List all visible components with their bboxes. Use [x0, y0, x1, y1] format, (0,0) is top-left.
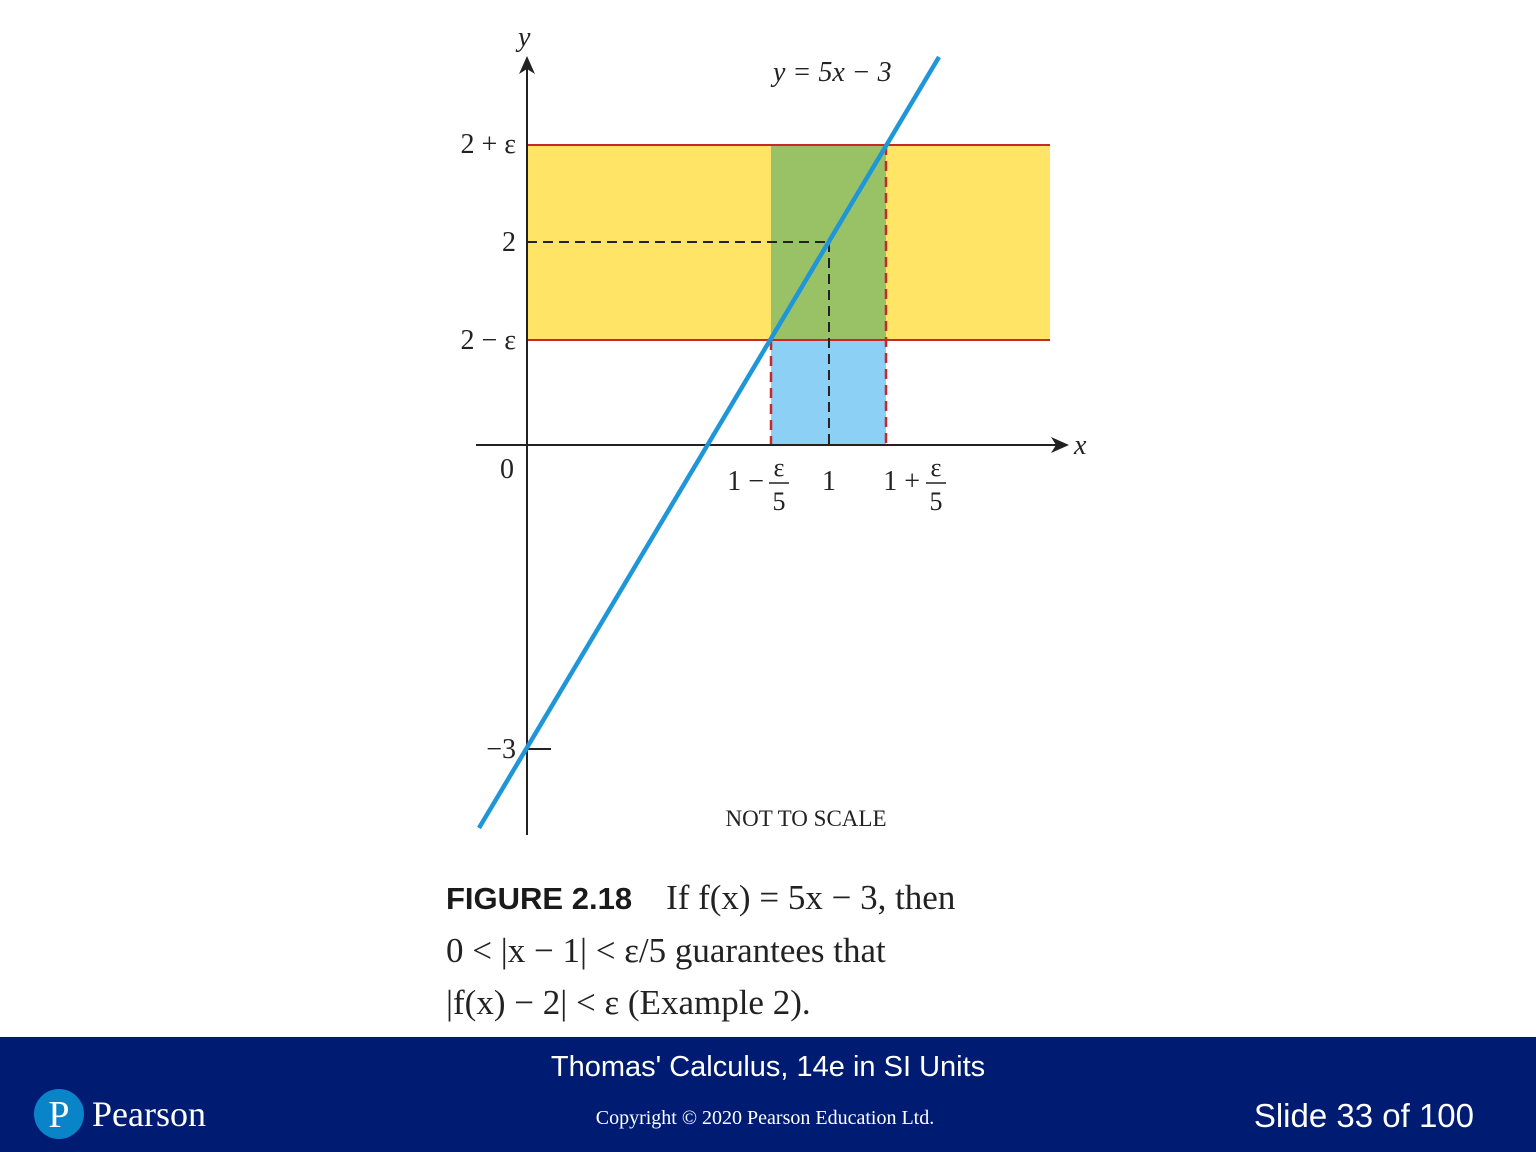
caption-text-1: If f(x) = 5x − 3, then [666, 878, 956, 917]
tick-origin: 0 [500, 454, 514, 485]
epsilon-delta-diagram: y x y = 5x − 3 2 + ε 2 2 − ε 0 −3 1 − ε … [460, 22, 1087, 835]
function-line [477, 55, 941, 830]
book-title: Thomas' Calculus, 14e in SI Units [550, 1051, 986, 1083]
tick-right-frac-den: 5 [930, 487, 943, 516]
pearson-p-icon: P [48, 1094, 69, 1136]
tick-1-plus-eps5: 1 + [883, 466, 920, 497]
line-label: y = 5x − 3 [770, 57, 892, 88]
copyright-notice: Copyright © 2020 Pearson Education Ltd. [595, 1107, 935, 1129]
pearson-logo-letter: P [48, 1094, 69, 1136]
tick-2: 2 [502, 227, 516, 258]
tick-left-frac-den: 5 [773, 487, 786, 516]
y-axis-arrow [519, 56, 535, 74]
figure-label: FIGURE 2.18 [446, 881, 633, 916]
figure-caption: FIGURE 2.18 If f(x) = 5x − 3, then 0 < |x… [446, 872, 1086, 1029]
pearson-logo: P Pearson [34, 1087, 206, 1141]
caption-line-3: |f(x) − 2| < ε (Example 2). [446, 983, 811, 1022]
tick-2-minus-eps: 2 − ε [460, 325, 516, 356]
not-to-scale-note: NOT TO SCALE [725, 806, 886, 831]
caption-line-2: 0 < |x − 1| < ε/5 guarantees that [446, 931, 886, 970]
x-axis-label: x [1073, 430, 1087, 461]
pearson-logo-text: Pearson [92, 1094, 206, 1134]
tick-2-plus-eps: 2 + ε [460, 129, 516, 160]
slide-number: Slide 33 of 100 [1253, 1097, 1474, 1134]
tick-1: 1 [822, 466, 836, 497]
pearson-logo-icon: P [34, 1089, 84, 1139]
slide-footer: Thomas' Calculus, 14e in SI Units Copyri… [0, 1037, 1536, 1152]
y-axis-label: y [515, 22, 531, 53]
tick-left-frac-num: ε [774, 453, 785, 482]
tick-1-minus-eps5: 1 − [727, 466, 764, 497]
x-axis-arrow [1051, 437, 1069, 453]
tick-minus-3: −3 [486, 734, 516, 765]
caption-line-1: FIGURE 2.18 If f(x) = 5x − 3, then [446, 872, 1086, 925]
tick-right-frac-num: ε [931, 453, 942, 482]
